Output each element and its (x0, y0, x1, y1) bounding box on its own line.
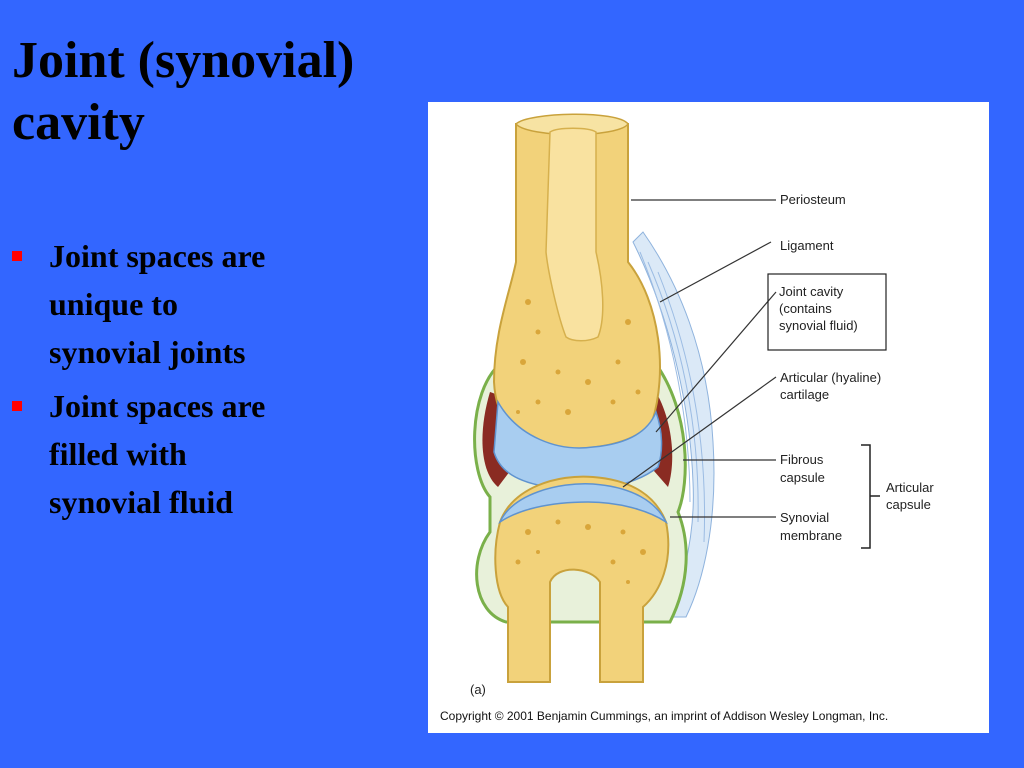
label-synovial-membrane: Synovial (780, 510, 829, 525)
label-synovial-membrane: membrane (780, 528, 842, 543)
label-articular-cartilage: Articular (hyaline) (780, 370, 881, 385)
bullet-line: synovial fluid (49, 484, 234, 520)
articular-capsule-bracket (861, 444, 880, 549)
label-ligament: Ligament (780, 238, 834, 253)
bullet-list: Joint spaces are unique to synovial join… (12, 232, 342, 532)
square-bullet-icon (12, 251, 22, 261)
label-articular-cartilage: cartilage (780, 387, 829, 402)
joint-diagram: Periosteum Ligament Joint cavity (contai… (440, 113, 934, 723)
bullet-line: Joint spaces are (49, 388, 266, 424)
joint-cavity-label-box (767, 273, 887, 351)
bullet-line: Joint spaces are (49, 238, 266, 274)
label-fibrous-capsule: Fibrous (780, 452, 824, 467)
label-joint-cavity: synovial fluid) (779, 318, 858, 333)
bullet-item: Joint spaces are unique to synovial join… (12, 232, 342, 376)
spongy-bone-texture (515, 519, 646, 584)
slide-title-line-1: Joint (synovial) (12, 32, 355, 89)
lower-bone-illustration (494, 475, 670, 683)
panel-label: (a) (470, 682, 486, 697)
bullet-line: unique to (49, 286, 178, 322)
ligament-illustration (632, 231, 715, 618)
bullet-line: filled with (49, 436, 187, 472)
label-joint-cavity: Joint cavity (779, 284, 844, 299)
copyright-text: Copyright © 2001 Benjamin Cummings, an i… (440, 709, 888, 723)
bullet-line: synovial joints (49, 334, 246, 370)
joint-diagram-figure: Periosteum Ligament Joint cavity (contai… (428, 102, 989, 733)
medullary-cavity-illustration (545, 127, 604, 342)
bullet-item: Joint spaces are filled with synovial fl… (12, 382, 342, 526)
label-fibrous-capsule: capsule (780, 470, 825, 485)
articular-cartilage-illustration (498, 483, 668, 525)
square-bullet-icon (12, 401, 22, 411)
leader-lines (622, 199, 777, 518)
periosteum-illustration (514, 113, 629, 136)
label-articular-capsule: capsule (886, 497, 931, 512)
slide-title: Joint (synovial) cavity (12, 30, 354, 154)
label-periosteum: Periosteum (780, 192, 846, 207)
spongy-bone-texture (516, 299, 641, 415)
label-joint-cavity: (contains (779, 301, 832, 316)
slide-title-line-2: cavity (12, 94, 145, 151)
label-articular-capsule: Articular (886, 480, 934, 495)
